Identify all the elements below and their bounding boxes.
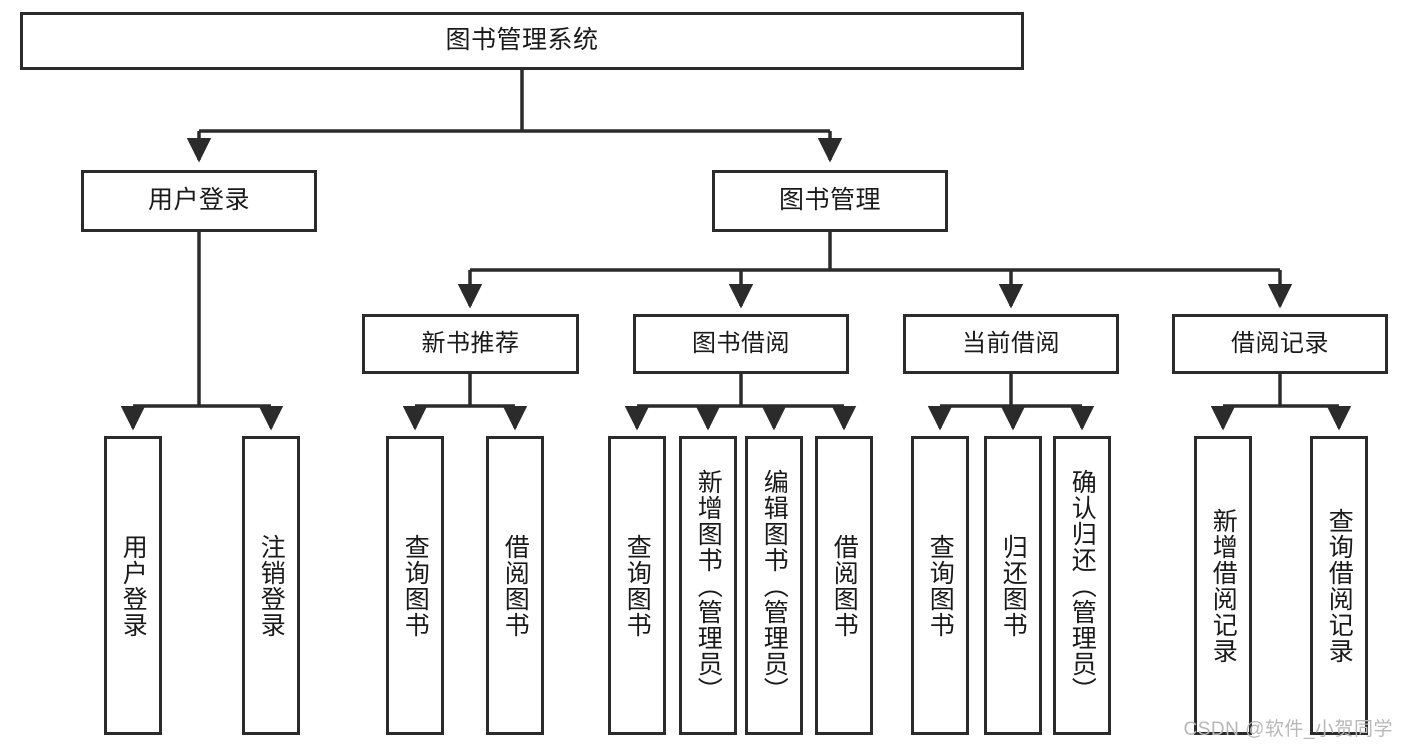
leaf-label: 查询图书 <box>926 533 955 638</box>
node-new-book-recommend[interactable]: 新书推荐 <box>362 314 579 374</box>
node-borrow-record[interactable]: 借阅记录 <box>1172 314 1388 374</box>
leaf-label: 用户登录 <box>119 533 148 638</box>
leaf-label: 确认归还（管理员） <box>1068 468 1097 703</box>
leaf-label: 新增图书（管理员） <box>694 468 723 703</box>
node-user-login[interactable]: 用户登录 <box>81 170 317 232</box>
leaf-label: 借阅图书 <box>501 533 530 638</box>
leaf-add-borrow-record[interactable]: 新增借阅记录 <box>1194 436 1252 735</box>
leaf-label: 归还图书 <box>999 533 1028 638</box>
leaf-add-book-admin[interactable]: 新增图书（管理员） <box>679 436 737 735</box>
node-book-borrow[interactable]: 图书借阅 <box>633 314 849 374</box>
node-root[interactable]: 图书管理系统 <box>20 12 1024 70</box>
leaf-query-book-borrow[interactable]: 查询图书 <box>608 436 666 735</box>
node-new-book-recommend-label: 新书推荐 <box>421 329 520 357</box>
leaf-return-book[interactable]: 归还图书 <box>984 436 1042 735</box>
leaf-user-login[interactable]: 用户登录 <box>104 436 162 735</box>
node-root-label: 图书管理系统 <box>445 26 599 55</box>
leaf-label: 查询图书 <box>623 533 652 638</box>
leaf-logout[interactable]: 注销登录 <box>242 436 300 735</box>
leaf-label: 借阅图书 <box>830 533 859 638</box>
node-current-borrow[interactable]: 当前借阅 <box>903 314 1119 374</box>
node-book-management-label: 图书管理 <box>778 186 881 215</box>
leaf-borrow-book-recommend[interactable]: 借阅图书 <box>486 436 544 735</box>
node-book-borrow-label: 图书借阅 <box>692 329 790 357</box>
leaf-label: 编辑图书（管理员） <box>760 468 789 703</box>
leaf-confirm-return-admin[interactable]: 确认归还（管理员） <box>1053 436 1111 735</box>
leaf-label: 查询图书 <box>401 533 430 638</box>
leaf-query-book-recommend[interactable]: 查询图书 <box>386 436 444 735</box>
leaf-label: 注销登录 <box>257 533 286 638</box>
leaf-query-borrow-record[interactable]: 查询借阅记录 <box>1310 436 1368 735</box>
node-borrow-record-label: 借阅记录 <box>1231 329 1329 357</box>
leaf-edit-book-admin[interactable]: 编辑图书（管理员） <box>745 436 803 735</box>
node-current-borrow-label: 当前借阅 <box>962 329 1060 357</box>
watermark: CSDN @软件_小贺同学 <box>1183 719 1393 740</box>
leaf-borrow-book[interactable]: 借阅图书 <box>815 436 873 735</box>
node-user-login-label: 用户登录 <box>147 186 250 215</box>
leaf-label: 查询借阅记录 <box>1325 507 1354 664</box>
leaf-label: 新增借阅记录 <box>1209 507 1238 664</box>
node-book-management[interactable]: 图书管理 <box>712 170 948 232</box>
leaf-query-book-current[interactable]: 查询图书 <box>911 436 969 735</box>
